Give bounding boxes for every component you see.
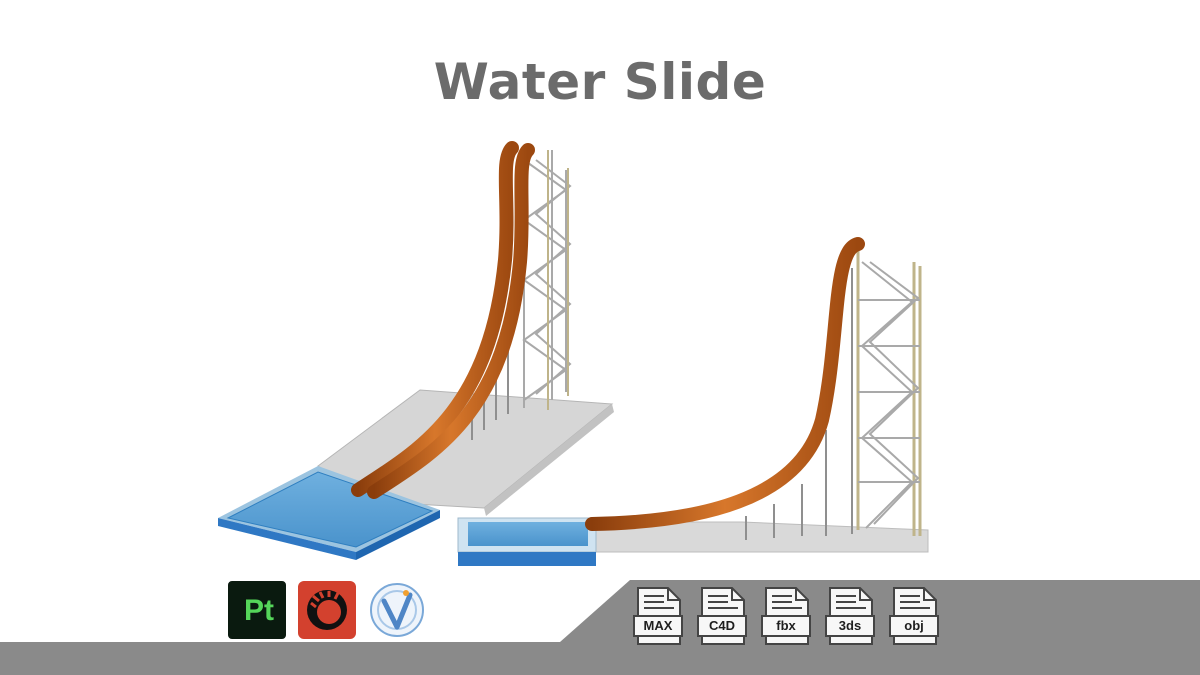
software-icons: Pt [228, 581, 426, 639]
format-label: C4D [708, 618, 735, 633]
pt-icon: Pt [228, 581, 286, 639]
right-slide-model [457, 237, 929, 566]
format-label: fbx [776, 618, 796, 633]
format-label: 3ds [838, 618, 862, 633]
pt-icon-label: Pt [244, 594, 274, 627]
file-format-icon: MAX [632, 586, 684, 646]
format-label: MAX [643, 618, 673, 633]
page-title: Water Slide [433, 53, 767, 111]
format-icons: MAX C4D fbx 3d [632, 586, 940, 646]
file-format-icon: C4D [696, 586, 748, 646]
vray-icon [368, 581, 426, 639]
left-slide-model [218, 141, 614, 560]
format-label: obj [904, 618, 924, 633]
file-format-icon: 3ds [824, 586, 876, 646]
corona-icon [298, 581, 356, 639]
file-format-icon: obj [888, 586, 940, 646]
file-format-icon: fbx [760, 586, 812, 646]
